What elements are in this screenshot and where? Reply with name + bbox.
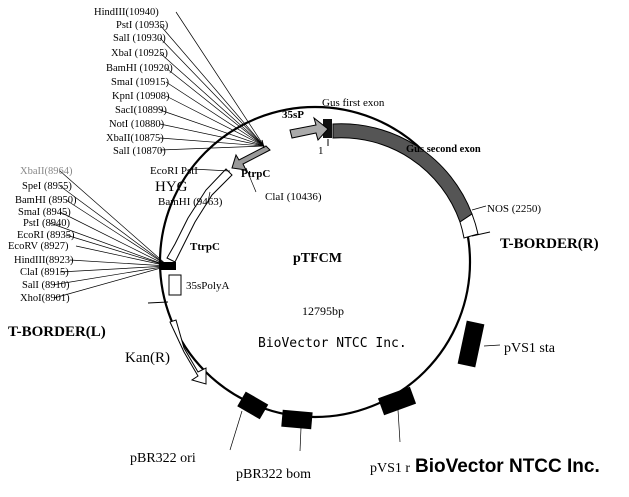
polya-label: 35sPolyA: [186, 280, 229, 292]
site-label: XbaII(10875): [106, 133, 164, 144]
site-label: ClaI (8915): [20, 267, 69, 278]
p35s-arrow: [289, 116, 329, 142]
pvs1-rep-label: pVS1 rep: [370, 461, 423, 476]
site-label: EcoRI (8935): [17, 230, 75, 241]
p35s-label: 35sP: [282, 109, 304, 121]
pvs1-sta-label: pVS1 sta: [504, 341, 556, 356]
gus-second-exon-arc: [332, 123, 473, 223]
feature-leader-lines: [191, 167, 501, 452]
position-one-label: 1: [318, 145, 324, 157]
top-leader-lines: [159, 11, 265, 151]
left-leader-lines: [49, 170, 169, 299]
pvs1-rep-block: [377, 386, 417, 416]
tborder-left-label: T-BORDER(L): [8, 324, 106, 340]
bamhi-label: BamHI (9463): [158, 196, 223, 208]
site-label: PstI (8940): [23, 218, 70, 229]
site-label: SalI (10870): [113, 146, 166, 157]
tborder-right-label: T-BORDER(R): [500, 236, 599, 252]
ptrpc-arrow: [231, 145, 271, 171]
plasmid-name: pTFCM: [293, 251, 342, 266]
clai-label: ClaI (10436): [265, 191, 322, 203]
kan-arrow: [169, 319, 207, 385]
site-label: XbaI (10925): [111, 48, 168, 59]
site-label: HindIII(8923): [14, 255, 74, 266]
site-label: BamHI (8950): [15, 195, 77, 206]
corner-watermark-bg: [410, 450, 620, 482]
ptrpc-label: PtrpC: [241, 168, 270, 180]
site-label: SmaI (10915): [111, 77, 170, 88]
site-label: XbaII(8964): [20, 166, 73, 177]
kan-label: Kan(R): [125, 350, 170, 366]
pbr322-bom-label: pBR322 bom: [236, 467, 311, 482]
hyg-label: HYG: [155, 179, 188, 195]
pbr322-ori-label: pBR322 ori: [130, 451, 196, 466]
nos-label: NOS (2250): [487, 203, 541, 215]
plasmid-size: 12795bp: [302, 304, 344, 318]
site-label: NotI (10880): [109, 119, 165, 130]
site-label: SacI(10899): [115, 105, 167, 116]
site-label: KpnI (10908): [112, 91, 170, 102]
gus-first-exon-label: Gus first exon: [322, 97, 385, 109]
pbr322-bom-block: [281, 409, 313, 430]
site-label: PstI (10935): [116, 20, 169, 31]
site-label: SmaI (8945): [18, 207, 71, 218]
center-watermark: BioVector NTCC Inc.: [258, 336, 407, 351]
tborder-left-tick: [147, 301, 169, 304]
corner-watermark: BioVector NTCC Inc.: [415, 456, 600, 477]
site-label: SpeI (8955): [22, 181, 72, 192]
site-label: HindIII(10940): [94, 7, 159, 18]
nos-segment: [459, 213, 479, 239]
gus-second-exon-label: Gus second exon: [406, 144, 481, 155]
top-site-list: HindIII(10940) PstI (10935) SalI (10930)…: [94, 7, 173, 157]
site-label: SalI (10930): [113, 33, 166, 44]
pvs1-sta-block: [457, 320, 485, 368]
site-label: SalI (8910): [22, 280, 70, 291]
site-label: BamHI (10920): [106, 63, 173, 74]
site-label: EcoRV (8927): [8, 241, 69, 252]
ecori-psti-label: EcoRI PstI: [150, 165, 198, 177]
left-site-list: XbaII(8964) SpeI (8955) BamHI (8950) Sma…: [8, 166, 77, 304]
pbr322-ori-block: [237, 391, 269, 420]
hyg-arrow: [166, 168, 233, 263]
tborder-right-tick: [471, 231, 491, 237]
ttrpc-label: TtrpC: [190, 241, 220, 253]
site-label: XhoI(8901): [20, 293, 70, 304]
polya-box: [168, 274, 182, 296]
